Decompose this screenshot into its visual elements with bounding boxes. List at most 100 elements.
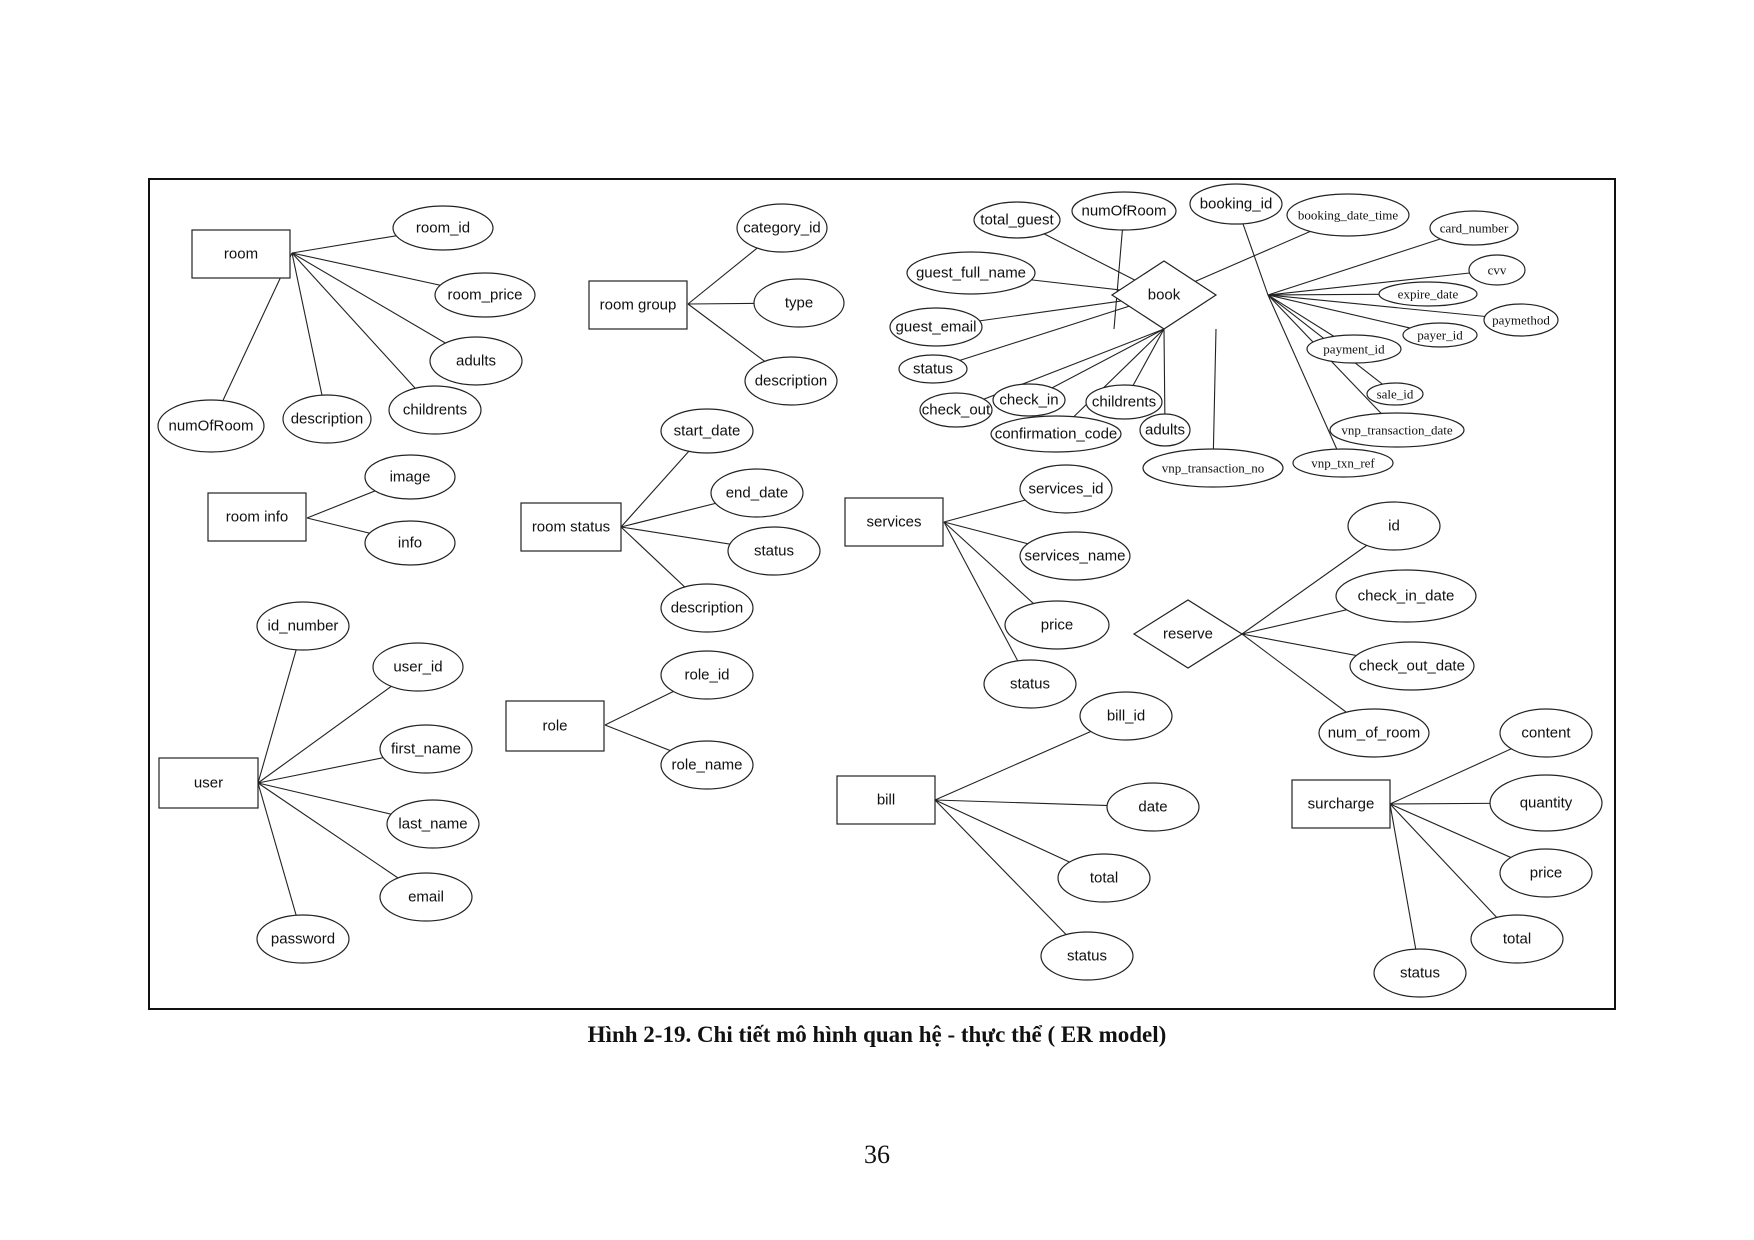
attribute-book-3-ellipse xyxy=(1286,193,1410,237)
attribute-book-8-ellipse xyxy=(1483,303,1559,337)
attribute-room_group-1-label: type xyxy=(785,295,813,312)
attribute-user-4-ellipse xyxy=(379,872,473,922)
attribute-book-9-ellipse xyxy=(889,307,983,347)
attribute-book-19-ellipse xyxy=(1329,412,1465,448)
attribute-book-11-label: payment_id xyxy=(1323,342,1385,357)
attribute-book-19-label: vnp_transaction_date xyxy=(1341,423,1452,438)
attribute-reserve-0-label: id xyxy=(1388,518,1400,535)
edge-book-21 xyxy=(1267,294,1344,464)
attribute-room-3-ellipse xyxy=(388,385,482,435)
entity-room_group-box xyxy=(588,280,688,330)
attribute-room-1-ellipse xyxy=(434,272,536,318)
edge-book-1 xyxy=(1113,210,1125,330)
attribute-book-9-label: guest_email xyxy=(896,319,977,336)
attribute-bill-3-ellipse xyxy=(1040,931,1134,981)
attribute-bill-1-ellipse xyxy=(1106,782,1200,832)
attribute-book-5-label: guest_full_name xyxy=(916,265,1026,282)
attribute-bill-1-label: date xyxy=(1138,799,1167,816)
entity-surcharge-label: surcharge xyxy=(1308,796,1375,813)
attribute-room_status-1-label: end_date xyxy=(726,485,789,502)
attribute-book-6-ellipse xyxy=(1468,254,1526,286)
attribute-book-1-label: numOfRoom xyxy=(1081,203,1166,220)
attribute-book-13-label: check_in xyxy=(999,392,1058,409)
attribute-room_info-0-ellipse xyxy=(364,454,456,500)
entity-services-box xyxy=(844,497,944,547)
attribute-surcharge-4-ellipse xyxy=(1373,948,1467,998)
attribute-room-2-label: adults xyxy=(456,353,496,370)
attribute-room_group-2-ellipse xyxy=(744,356,838,406)
attribute-services-0-label: services_id xyxy=(1028,481,1103,498)
attribute-book-11-ellipse xyxy=(1306,334,1402,364)
entity-bill-label: bill xyxy=(877,792,895,809)
attribute-surcharge-1-ellipse xyxy=(1489,774,1603,832)
entity-services-label: services xyxy=(866,514,921,531)
attribute-reserve-1-ellipse xyxy=(1335,569,1477,623)
attribute-room_status-0-ellipse xyxy=(660,408,754,454)
attribute-room-5-ellipse xyxy=(157,399,265,453)
edge-room-4 xyxy=(291,252,328,420)
attribute-book-0-ellipse xyxy=(973,201,1061,239)
attribute-services-3-ellipse xyxy=(983,659,1077,709)
attribute-book-6-label: cvv xyxy=(1488,263,1507,278)
attribute-book-16-label: confirmation_code xyxy=(995,426,1118,443)
attribute-book-21-ellipse xyxy=(1292,448,1394,478)
attribute-surcharge-4-label: status xyxy=(1400,965,1440,982)
edge-services-3 xyxy=(943,521,1031,685)
attribute-services-0-ellipse xyxy=(1019,464,1113,514)
edge-surcharge-4 xyxy=(1389,803,1421,974)
attribute-surcharge-3-ellipse xyxy=(1470,914,1564,964)
attribute-room_status-3-ellipse xyxy=(660,583,754,633)
page-number: 36 xyxy=(864,1140,890,1169)
edge-bill-3 xyxy=(934,799,1088,957)
attribute-book-4-label: card_number xyxy=(1440,221,1509,236)
edge-user-5 xyxy=(257,782,304,940)
attribute-book-15-ellipse xyxy=(919,392,993,428)
attribute-surcharge-1-label: quantity xyxy=(1520,795,1573,812)
edge-room-3 xyxy=(291,252,436,411)
diagram-frame xyxy=(148,178,1616,1010)
attribute-room_group-0-ellipse xyxy=(736,203,828,253)
edge-book-20 xyxy=(1212,328,1217,469)
relationship-reserve-diamond xyxy=(1132,599,1244,669)
entity-room_status-box xyxy=(520,502,622,552)
entity-room_info-box xyxy=(207,492,307,542)
attribute-book-20-label: vnp_transaction_no xyxy=(1162,461,1265,476)
attribute-book-13-ellipse xyxy=(992,383,1066,417)
attribute-services-3-label: status xyxy=(1010,676,1050,693)
attribute-room-0-label: room_id xyxy=(416,220,470,237)
attribute-room_group-0-label: category_id xyxy=(743,220,821,237)
edge-surcharge-3 xyxy=(1389,803,1518,940)
attribute-user-2-label: first_name xyxy=(391,741,461,758)
entity-bill-box xyxy=(836,775,936,825)
attribute-book-15-label: check_out xyxy=(922,402,991,419)
attribute-user-3-ellipse xyxy=(386,799,480,849)
attribute-bill-2-ellipse xyxy=(1057,853,1151,903)
entity-surcharge-box xyxy=(1291,779,1391,829)
attribute-user-0-label: id_number xyxy=(268,618,339,635)
relationship-reserve-label: reserve xyxy=(1163,626,1213,643)
edge-book-8 xyxy=(1267,294,1522,321)
attribute-room-5-label: numOfRoom xyxy=(168,418,253,435)
attribute-surcharge-0-ellipse xyxy=(1499,708,1593,758)
entity-role-box xyxy=(505,700,605,752)
entity-room-label: room xyxy=(224,246,258,263)
attribute-room-2-ellipse xyxy=(429,336,523,386)
attribute-room_status-2-label: status xyxy=(754,543,794,560)
attribute-book-7-ellipse xyxy=(1378,281,1478,307)
attribute-surcharge-0-label: content xyxy=(1521,725,1571,742)
attribute-room_group-2-label: description xyxy=(755,373,828,390)
attribute-reserve-1-label: check_in_date xyxy=(1358,588,1455,605)
attribute-book-12-ellipse xyxy=(898,354,968,384)
entity-room-box xyxy=(191,229,291,279)
attribute-book-5-ellipse xyxy=(906,251,1036,295)
attribute-room-0-ellipse xyxy=(392,205,494,251)
attribute-book-2-ellipse xyxy=(1189,183,1283,225)
attribute-services-2-ellipse xyxy=(1004,600,1110,650)
attribute-reserve-2-label: check_out_date xyxy=(1359,658,1465,675)
attribute-room-3-label: childrents xyxy=(403,402,467,419)
entity-user-label: user xyxy=(194,775,223,792)
attribute-services-1-ellipse xyxy=(1019,531,1131,581)
attribute-room-4-label: description xyxy=(291,411,364,428)
attribute-book-12-label: status xyxy=(913,361,953,378)
entity-room_info-label: room info xyxy=(226,509,289,526)
